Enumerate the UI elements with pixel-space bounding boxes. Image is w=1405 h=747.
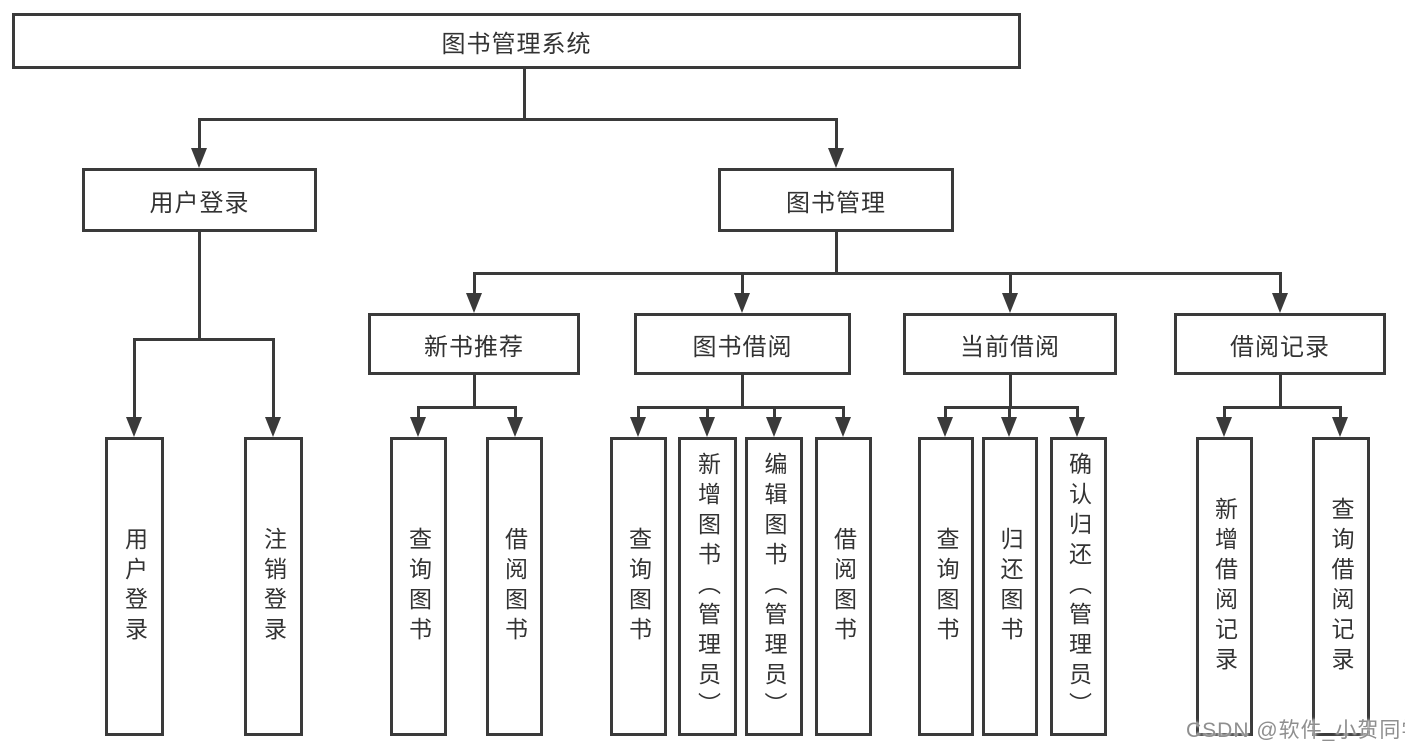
connector-borrow-records-stub — [1279, 375, 1282, 409]
arrowhead-confirm-return — [1069, 417, 1085, 437]
node-root-label: 图书管理系统 — [441, 30, 592, 58]
node-borrow-records-label: 借阅记录 — [1230, 333, 1330, 361]
node-new-book-rec: 新书推荐 — [368, 313, 580, 375]
connector-drop-leaf-user-login — [133, 338, 136, 420]
leaf-query-book-2: 查询图书 — [610, 437, 667, 736]
connector-new-book-rec-stub — [473, 375, 476, 409]
leaf-borrow-book-1: 借阅图书 — [486, 437, 543, 736]
csdn-watermark: CSDN @软件_小贺同学 — [1186, 719, 1405, 742]
connector-drop-return-book — [1008, 406, 1011, 420]
connector-drop-borrow-records — [1279, 272, 1282, 296]
leaf-query-book-3-label: 查询图书 — [933, 526, 959, 647]
arrowhead-book-borrow — [734, 293, 750, 313]
connector-level3-bar — [473, 272, 1282, 275]
leaf-return-book-label: 归还图书 — [997, 526, 1023, 647]
connector-book-borrow-stub — [741, 375, 744, 409]
leaf-confirm-return-label: 确认归还（管理员） — [1065, 451, 1092, 722]
connector-drop-query-borrow-record — [1339, 406, 1342, 420]
arrowhead-query-book-2 — [630, 417, 646, 437]
leaf-borrow-book-2-label: 借阅图书 — [830, 526, 857, 647]
leaf-user-login: 用户登录 — [105, 437, 164, 736]
connector-drop-add-book — [706, 406, 709, 420]
node-current-borrow-label: 当前借阅 — [960, 333, 1060, 361]
leaf-borrow-book-2: 借阅图书 — [815, 437, 872, 736]
connector-drop-edit-book — [773, 406, 776, 420]
connector-drop-query-book-1 — [417, 406, 420, 420]
leaf-add-borrow-record-label: 新增借阅记录 — [1211, 496, 1238, 677]
connector-drop-current-borrow — [1009, 272, 1012, 296]
arrowhead-borrow-book-1 — [507, 417, 523, 437]
arrowhead-edit-book — [766, 417, 782, 437]
arrowhead-query-borrow-record — [1332, 417, 1348, 437]
arrowhead-add-book — [699, 417, 715, 437]
arrowhead-query-book-3 — [937, 417, 953, 437]
leaf-query-borrow-record: 查询借阅记录 — [1312, 437, 1370, 736]
arrowhead-book-mgmt — [828, 148, 844, 168]
leaf-edit-book-label: 编辑图书（管理员） — [761, 451, 787, 722]
arrowhead-add-borrow-record — [1216, 417, 1232, 437]
connector-group4-bar — [944, 406, 1078, 409]
connector-level2-bar — [198, 118, 838, 121]
leaf-add-book: 新增图书（管理员） — [678, 437, 737, 736]
node-book-borrow: 图书借阅 — [634, 313, 851, 375]
node-book-borrow-label: 图书借阅 — [692, 333, 793, 361]
arrowhead-leaf-logout — [265, 417, 281, 437]
node-current-borrow: 当前借阅 — [903, 313, 1117, 375]
connector-root-stub — [523, 69, 526, 121]
leaf-query-borrow-record-label: 查询借阅记录 — [1328, 496, 1354, 677]
leaf-add-borrow-record: 新增借阅记录 — [1196, 437, 1253, 736]
leaf-query-book-2-label: 查询图书 — [625, 526, 652, 647]
connector-drop-borrow-book-1 — [514, 406, 517, 420]
connector-drop-new-book-rec — [473, 272, 476, 296]
arrowhead-borrow-book-2 — [835, 417, 851, 437]
arrowhead-leaf-user-login — [126, 417, 142, 437]
node-book-mgmt: 图书管理 — [718, 168, 954, 232]
connector-group5-bar — [1223, 406, 1341, 409]
leaf-logout-label: 注销登录 — [260, 526, 287, 647]
node-book-mgmt-label: 图书管理 — [786, 189, 886, 217]
connector-drop-query-book-3 — [944, 406, 947, 420]
connector-group2-bar — [417, 406, 517, 409]
leaf-query-book-3: 查询图书 — [918, 437, 974, 736]
connector-book-mgmt-stub — [835, 232, 838, 275]
leaf-edit-book: 编辑图书（管理员） — [745, 437, 803, 736]
node-user-login-label: 用户登录 — [149, 189, 250, 217]
connector-group1-bar — [133, 338, 275, 341]
leaf-query-book-1-label: 查询图书 — [405, 526, 432, 647]
node-root: 图书管理系统 — [12, 13, 1021, 69]
leaf-query-book-1: 查询图书 — [390, 437, 447, 736]
arrowhead-new-book-rec — [466, 293, 482, 313]
leaf-logout: 注销登录 — [244, 437, 303, 736]
leaf-borrow-book-1-label: 借阅图书 — [501, 526, 528, 647]
arrowhead-return-book — [1001, 417, 1017, 437]
connector-drop-borrow-book-2 — [842, 406, 845, 420]
arrowhead-query-book-1 — [410, 417, 426, 437]
leaf-return-book: 归还图书 — [982, 437, 1038, 736]
connector-group3-bar — [637, 406, 845, 409]
connector-current-borrow-stub — [1009, 375, 1012, 409]
node-user-login: 用户登录 — [82, 168, 317, 232]
connector-drop-user-login — [198, 118, 201, 150]
connector-drop-query-book-2 — [637, 406, 640, 420]
arrowhead-current-borrow — [1002, 293, 1018, 313]
arrowhead-borrow-records — [1272, 293, 1288, 313]
leaf-user-login-label: 用户登录 — [121, 526, 148, 647]
connector-drop-add-borrow-record — [1223, 406, 1226, 420]
connector-drop-confirm-return — [1076, 406, 1079, 420]
connector-user-login-stub — [198, 232, 201, 340]
connector-drop-book-borrow — [741, 272, 744, 296]
arrowhead-user-login — [191, 148, 207, 168]
node-new-book-rec-label: 新书推荐 — [424, 333, 524, 361]
leaf-confirm-return: 确认归还（管理员） — [1050, 437, 1107, 736]
connector-drop-leaf-logout — [272, 338, 275, 420]
leaf-add-book-label: 新增图书（管理员） — [694, 451, 721, 722]
connector-drop-book-mgmt — [835, 118, 838, 150]
node-borrow-records: 借阅记录 — [1174, 313, 1386, 375]
